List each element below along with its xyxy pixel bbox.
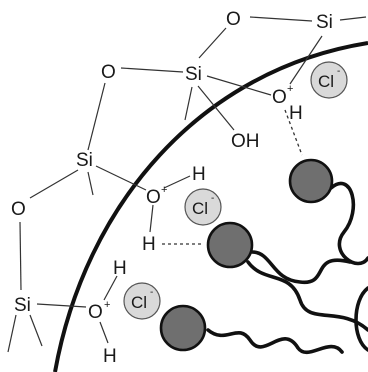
bond-si-mid-oh [197,85,235,131]
chloride-ion-2-circle [184,188,222,226]
chloride-ion-3-charge: - [150,287,153,298]
oxonium-charge-low: + [104,299,110,311]
oxygen-left: O [101,62,116,83]
bond-o-far-si-lower [19,221,22,291]
molecule-head-1 [288,158,334,204]
hydrogen-mid-bottom: H [142,234,156,255]
bond-si-mid-down [184,86,193,121]
molecule-head-3 [159,304,207,352]
chloride-ion-3-circle [123,282,161,320]
bond-si-lower-down-right [29,314,43,347]
bond-o-plus-mid-h-bottom [149,204,154,233]
molecule-tail-3 [246,260,368,332]
siloxane-network-bonds [7,16,367,353]
oxonium-oxygen-low: O [88,302,103,323]
oxonium-charge-top: + [287,83,293,95]
oxonium-oxygen-top: O [272,87,287,108]
chloride-ion-1: Cl - [310,61,348,99]
hydrogen-low-bottom: H [103,346,117,367]
chloride-ion-2: Cl - [184,188,222,226]
silicon-upper-left: Si [76,150,93,171]
particle-surface-curve [53,41,368,372]
chloride-ion-1-label: Cl [318,72,334,91]
molecule-tail-2 [250,250,352,285]
bond-si-upper-o-far [29,169,79,199]
chloride-ion-3: Cl - [123,282,161,320]
molecule-tail-1 [329,181,368,266]
bond-si-upper-down [87,171,94,196]
bond-si-lower-down-left [7,314,17,353]
chloride-ion-2-charge: - [211,193,214,204]
oxonium-oxygen-mid: O [146,187,161,208]
chloride-ion-3-label: Cl [131,293,147,312]
oxygen-top: O [226,9,241,30]
bond-o-top-si-mid [198,27,227,59]
hydrogen-low-top: H [113,258,127,279]
hydrogen-mid-top: H [192,164,206,185]
molecule-tail-right [354,286,368,352]
chloride-ion-2-label: Cl [192,199,208,218]
hydroxyl-group: OH [231,131,260,152]
bond-si-upper-o-plus-mid [95,165,147,191]
bond-o-plus-mid-h-top [163,175,191,189]
chloride-ion-1-charge: - [337,66,340,77]
hydrogen-bond-upper [284,109,303,156]
bond-si-top-o-plus-top [289,35,323,85]
bond-o-plus-low-h-bottom [99,321,109,344]
bond-o-left-si-upper [87,82,106,151]
hydrogen-top: H [289,103,303,124]
molecule-head-2 [206,221,254,269]
bond-si-lower-o-plus-low [36,303,87,308]
bond-si-top-o-top [249,16,313,22]
oxygen-far-left: O [11,199,26,220]
oxonium-charge-mid: + [161,184,167,196]
silicon-middle: Si [185,64,202,85]
bond-o-left-si-mid [120,67,184,73]
bond-si-mid-o-plus-top [206,75,272,96]
bond-o-plus-low-h-top [103,275,118,301]
chloride-ion-1-circle [310,61,348,99]
bond-si-top-right [339,16,367,21]
molecule-tail-4 [206,328,344,355]
silicon-top: Si [316,12,333,33]
silicon-lower-left: Si [14,295,31,316]
